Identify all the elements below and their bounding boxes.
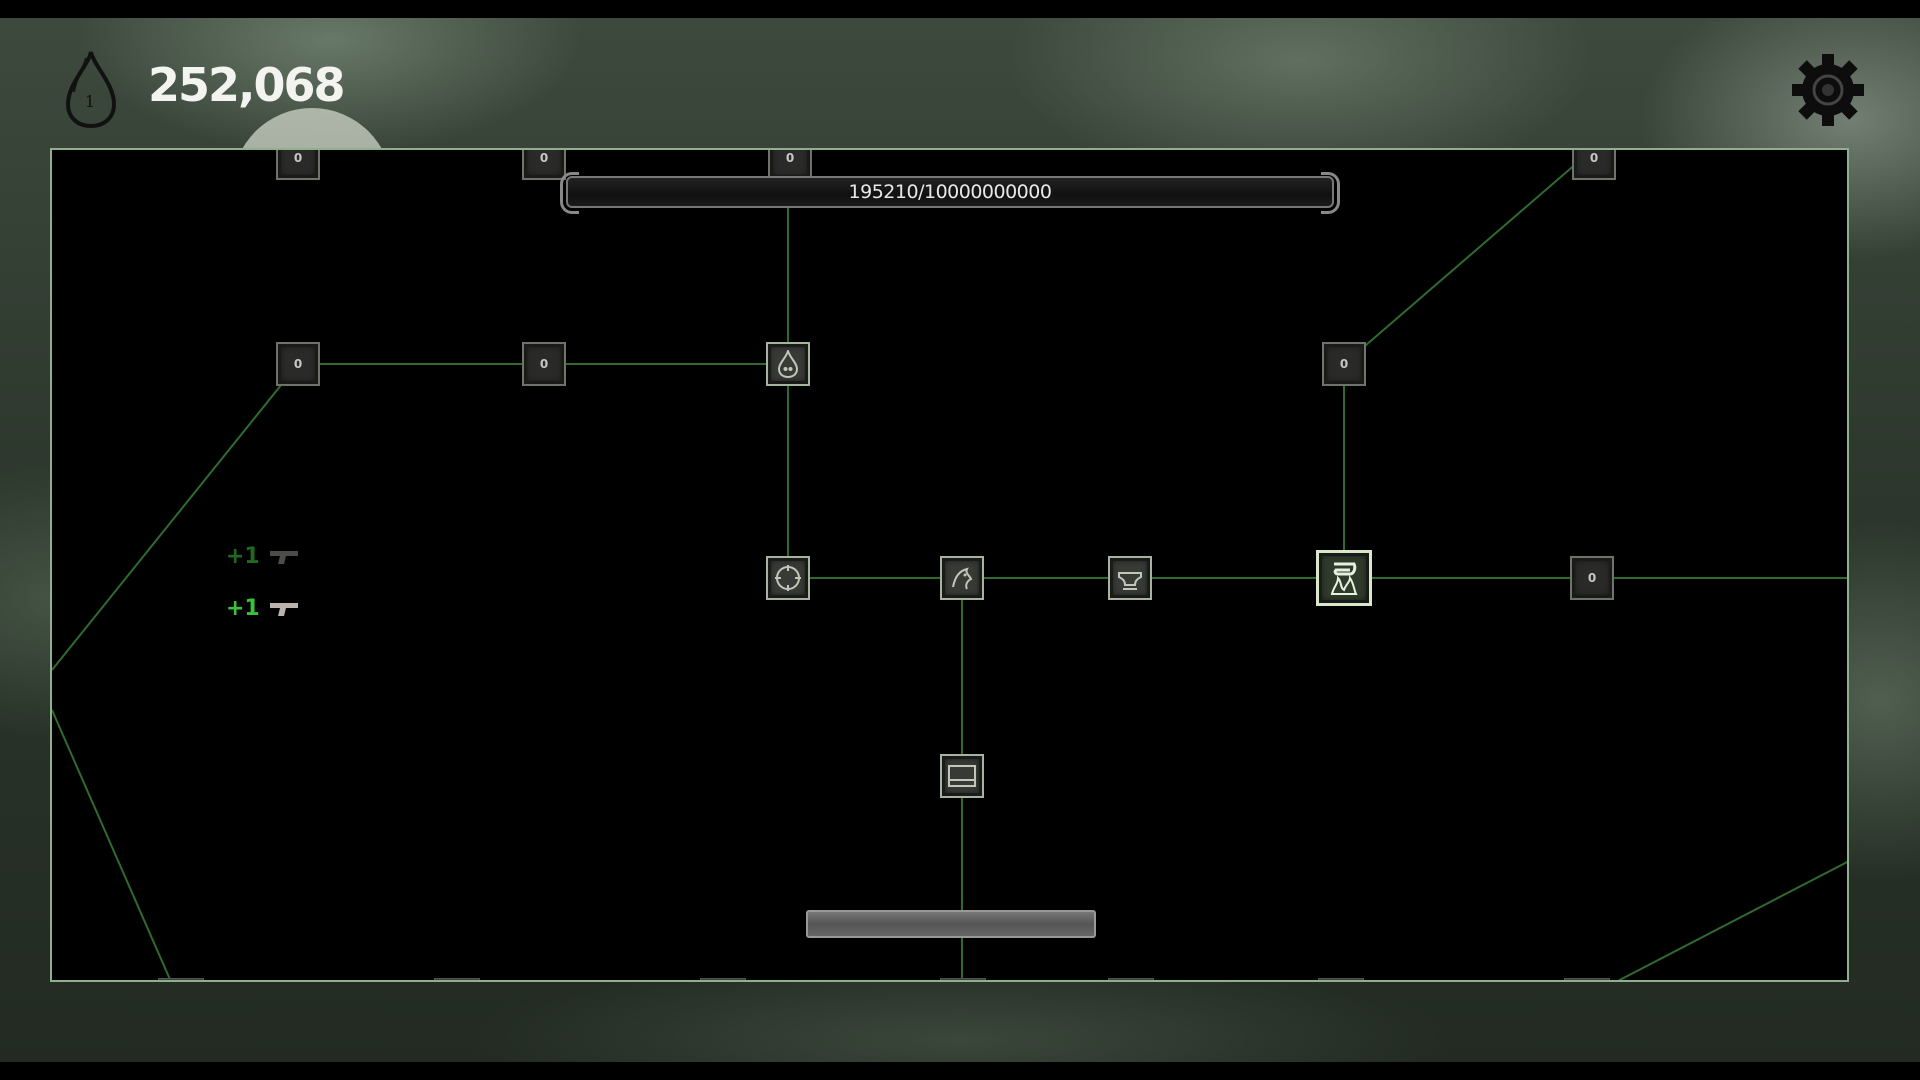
skill-node-soul-drop[interactable] bbox=[766, 342, 810, 386]
crosshair-icon bbox=[775, 565, 801, 591]
lock-icon: 0 bbox=[539, 357, 549, 371]
gain-notification: +1 bbox=[226, 596, 300, 621]
skill-node-locked[interactable]: 0 bbox=[276, 342, 320, 386]
skill-node-offscreen bbox=[158, 978, 204, 980]
beast-icon bbox=[952, 567, 973, 590]
skill-node-locked[interactable]: 0 bbox=[522, 342, 566, 386]
lock-icon: 0 bbox=[293, 151, 303, 165]
skill-node-locked[interactable]: 0 bbox=[1572, 150, 1616, 180]
skill-node-locked[interactable]: 0 bbox=[276, 150, 320, 180]
gain-amount: +1 bbox=[226, 596, 260, 621]
lock-icon: 0 bbox=[1587, 571, 1597, 585]
currency-amount: 252,068 bbox=[148, 58, 346, 112]
skill-node-offscreen bbox=[1108, 978, 1154, 980]
skill-node-offscreen bbox=[434, 978, 480, 980]
lock-icon: 0 bbox=[1339, 357, 1349, 371]
bottom-scroll-banner bbox=[806, 910, 1096, 938]
skill-node-locked[interactable]: 0 bbox=[1322, 342, 1366, 386]
skill-node-offscreen bbox=[940, 978, 986, 980]
skill-node-crosshair[interactable] bbox=[766, 556, 810, 600]
skill-tree-board[interactable]: 0 0 0 0 0 0 0 bbox=[50, 148, 1849, 982]
fire-tome-icon bbox=[1330, 562, 1358, 595]
chest-icon bbox=[948, 765, 976, 787]
gain-amount: +1 bbox=[226, 544, 260, 569]
letterbox-top bbox=[0, 0, 1920, 18]
skill-node-chest[interactable] bbox=[940, 754, 984, 798]
skill-node-offscreen bbox=[1564, 978, 1610, 980]
skill-node-anvil[interactable] bbox=[1108, 556, 1152, 600]
lock-icon: 0 bbox=[539, 151, 549, 165]
skill-progress-text: 195210/10000000000 bbox=[848, 181, 1052, 203]
pistol-icon bbox=[269, 550, 298, 564]
soul-drop-icon bbox=[65, 51, 117, 128]
soul-drop-skull-icon bbox=[777, 350, 799, 378]
skill-node-locked[interactable]: 0 bbox=[522, 150, 566, 180]
skill-node-locked[interactable]: 0 bbox=[1570, 556, 1614, 600]
skill-node-offscreen bbox=[1318, 978, 1364, 980]
pistol-icon bbox=[269, 602, 298, 616]
skill-node-beast[interactable] bbox=[940, 556, 984, 600]
gear-icon[interactable] bbox=[1790, 52, 1866, 128]
gain-notification: +1 bbox=[226, 544, 300, 569]
skill-node-fire-selected[interactable] bbox=[1316, 550, 1372, 606]
letterbox-bottom bbox=[0, 1062, 1920, 1080]
lock-icon: 0 bbox=[785, 151, 795, 165]
anvil-icon bbox=[1118, 572, 1142, 590]
skill-node-offscreen bbox=[700, 978, 746, 980]
skill-progress-banner: 195210/10000000000 bbox=[560, 172, 1340, 214]
currency-level: 1 bbox=[84, 92, 96, 111]
lock-icon: 0 bbox=[293, 357, 303, 371]
lock-icon: 0 bbox=[1589, 151, 1599, 165]
